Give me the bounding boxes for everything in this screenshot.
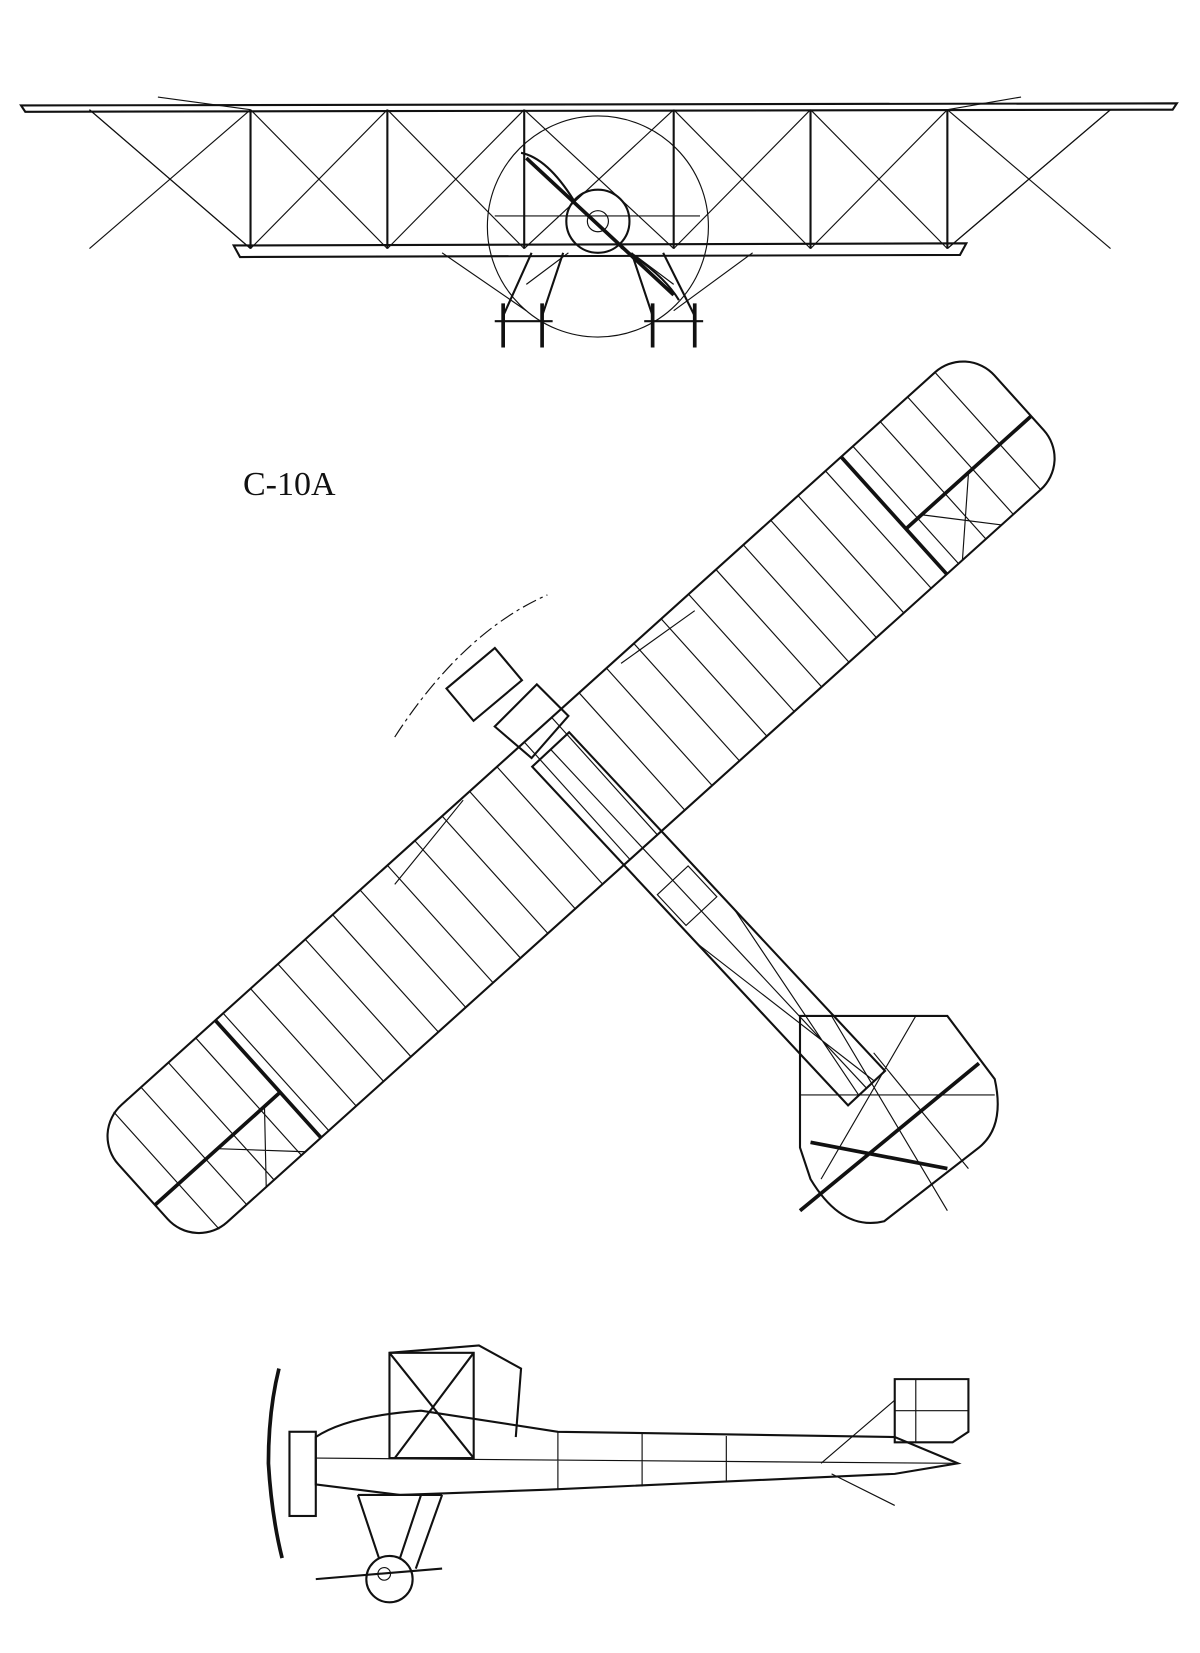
rib-line: [688, 593, 795, 712]
rib-line: [825, 470, 932, 589]
rib-line: [660, 618, 768, 737]
cabane-struts: [388, 1351, 475, 1460]
rib-line: [797, 495, 905, 614]
rib-line: [606, 667, 713, 786]
rib-line: [113, 1111, 220, 1230]
rib-line: [946, 109, 1111, 250]
undercarriage: [315, 1493, 444, 1604]
rib-line: [222, 1012, 330, 1132]
rudder: [893, 1378, 970, 1444]
rib-line: [167, 1062, 275, 1181]
rib-line: [633, 643, 740, 762]
rib-line: [386, 864, 494, 984]
rib-line: [742, 544, 850, 663]
fuselage-side: [314, 1409, 962, 1496]
rib-line: [304, 938, 412, 1058]
rib-line: [359, 889, 467, 1008]
upper-wing: [19, 102, 1179, 113]
rib-line: [496, 766, 604, 885]
rib-line: [934, 371, 1042, 491]
rib-line: [879, 421, 987, 540]
rib-line: [386, 109, 525, 250]
wing-planform: [106, 360, 1056, 1235]
rib-line: [523, 741, 631, 860]
rib-line: [715, 569, 823, 688]
rib-line: [441, 815, 549, 934]
rib-line: [947, 96, 1022, 111]
rib-line: [810, 109, 948, 250]
rib-line: [250, 988, 357, 1107]
rib-line: [523, 109, 675, 250]
propeller-side: [266, 1368, 284, 1559]
landing-gear: [494, 252, 704, 348]
rib-line: [195, 1037, 302, 1156]
rib-line: [332, 914, 439, 1033]
side-view: [266, 1344, 970, 1604]
rib-line: [89, 109, 251, 250]
rib-line: [770, 519, 877, 638]
rib-line: [551, 717, 658, 836]
top-view: [106, 360, 1056, 1235]
rotary-engine-icon: [565, 188, 631, 254]
rib-line: [250, 109, 388, 250]
rib-line: [852, 445, 959, 565]
propeller-icon: [525, 156, 675, 297]
front-view: [19, 96, 1179, 348]
engine-side: [288, 1430, 317, 1518]
aircraft-designation-label: C-10A: [243, 466, 336, 503]
propeller-disc: [486, 115, 709, 338]
rib-line: [469, 791, 576, 910]
rib-line: [578, 692, 686, 811]
rib-line: [157, 96, 251, 111]
lower-wing: [231, 242, 969, 259]
rib-line: [414, 840, 521, 959]
rib-line: [673, 109, 811, 250]
rib-line: [277, 963, 384, 1082]
rib-line: [907, 396, 1014, 515]
rib-line: [140, 1086, 248, 1205]
engine-propeller-top: [394, 594, 570, 760]
